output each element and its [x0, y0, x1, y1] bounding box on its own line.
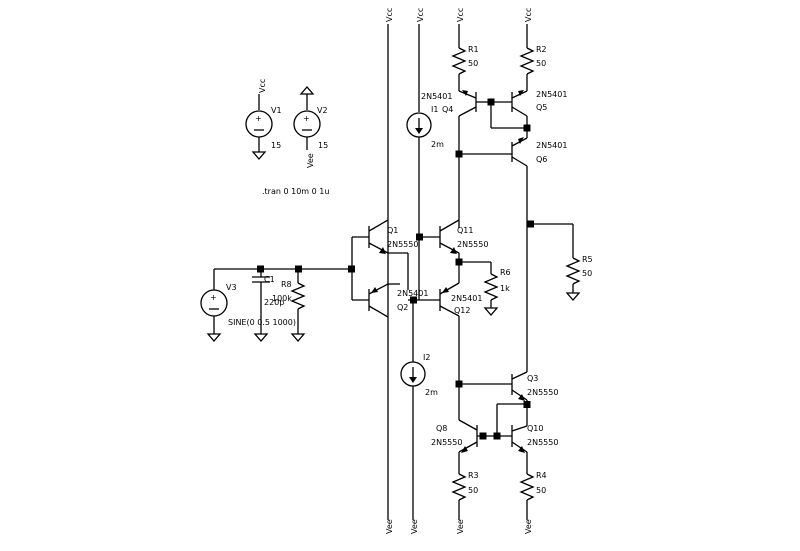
- svg-text:+: +: [255, 114, 262, 123]
- v2-value: 15: [318, 141, 328, 150]
- r5-label: R5: [582, 255, 593, 264]
- q11-part: 2N5550: [457, 240, 488, 249]
- q3-transistor: Q3 2N5550: [511, 371, 558, 426]
- r4-label: R4: [536, 471, 547, 480]
- q8-part: 2N5550: [431, 438, 462, 447]
- r1-label: R1: [468, 45, 479, 54]
- r1-value: 50: [468, 59, 478, 68]
- q2-transistor: 2N5401 Q2: [368, 283, 428, 318]
- q4-transistor: [458, 80, 491, 228]
- q10-part: 2N5550: [527, 438, 558, 447]
- q6-transistor: 2N5401 Q6: [511, 128, 567, 372]
- q1-part: 2N5550: [387, 240, 418, 249]
- r5-resistor: R5 50: [566, 224, 593, 301]
- q6-label: Q6: [536, 155, 547, 164]
- v1-vcc-label: Vcc: [258, 79, 267, 93]
- r1-vcc-label: Vcc: [456, 8, 465, 22]
- q4-label: Q4: [442, 105, 453, 114]
- r2-value: 50: [536, 59, 546, 68]
- q5-label: Q5: [536, 103, 547, 112]
- r4-vee-label: Vee: [524, 519, 533, 534]
- v1-value: 15: [271, 141, 281, 150]
- i1-value: 2m: [431, 140, 444, 149]
- r2-resistor: R2 50: [520, 39, 547, 81]
- q3-label: Q3: [527, 374, 538, 383]
- q2-vee-label: Vee: [385, 519, 394, 534]
- r3-value: 50: [468, 486, 478, 495]
- i1-current-source: I1 2m: [406, 105, 444, 300]
- r6-resistor: R6 1k: [484, 262, 511, 316]
- q2-part: 2N5401: [397, 289, 428, 298]
- q12-transistor: 2N5401 Q12: [439, 262, 482, 420]
- q8-transistor: Q8 2N5550: [431, 419, 512, 466]
- q12-label: Q12: [454, 306, 470, 315]
- q3-part: 2N5550: [527, 388, 558, 397]
- c1-value: 220p: [264, 298, 284, 307]
- c1-label: C1: [264, 275, 275, 284]
- q1-transistor: Q1 2N5550: [368, 219, 418, 290]
- v2-vee-label: Vee: [306, 153, 315, 168]
- v1-voltage-source: + Vcc V1 15: [245, 79, 282, 160]
- r8-value: 100k: [272, 294, 292, 303]
- q10-transistor: Q10 2N5550: [511, 424, 558, 466]
- r3-vee-label: Vee: [456, 519, 465, 534]
- r6-value: 1k: [500, 284, 510, 293]
- r2-label: R2: [536, 45, 547, 54]
- q1-vcc-label: Vcc: [385, 8, 394, 22]
- i2-vee-label: Vee: [410, 519, 419, 534]
- v3-sine-source: + V3 SINE(0 0.5 1000): [200, 269, 296, 342]
- v2-label: V2: [317, 106, 328, 115]
- q11-label: Q11: [457, 226, 473, 235]
- svg-text:+: +: [303, 114, 310, 123]
- c1-capacitor: C1 220p: [252, 269, 284, 342]
- v3-value: SINE(0 0.5 1000): [228, 318, 296, 327]
- i2-label: I2: [423, 353, 430, 362]
- q6-part: 2N5401: [536, 141, 567, 150]
- i2-value: 2m: [425, 388, 438, 397]
- r5-value: 50: [582, 269, 592, 278]
- r4-value: 50: [536, 486, 546, 495]
- q11-transistor: Q11 2N5550: [439, 219, 488, 262]
- r8-label: R8: [281, 280, 292, 289]
- v1-label: V1: [271, 106, 282, 115]
- r6-label: R6: [500, 268, 511, 277]
- r4-resistor: R4 50: [520, 465, 547, 520]
- r3-label: R3: [468, 471, 479, 480]
- i1-label: I1: [431, 105, 438, 114]
- q5-part: 2N5401: [536, 90, 567, 99]
- q4-part: 2N5401: [421, 92, 452, 101]
- q5-transistor: 2N5401 Q5: [511, 80, 567, 128]
- q2-label: Q2: [397, 303, 408, 312]
- r3-resistor: R3 50: [452, 465, 479, 520]
- v3-label: V3: [226, 283, 237, 292]
- q8-label: Q8: [436, 424, 447, 433]
- q12-part: 2N5401: [451, 294, 482, 303]
- r2-vcc-label: Vcc: [524, 8, 533, 22]
- tran-directive: .tran 0 10m 0 1u: [262, 187, 329, 196]
- i2-current-source: I2 2m: [400, 300, 438, 520]
- r1-resistor: R1 50: [452, 39, 479, 81]
- r8-resistor: R8 100k: [272, 269, 305, 342]
- q1-label: Q1: [387, 226, 398, 235]
- v2-voltage-source: + Vee V2 15: [293, 86, 328, 168]
- q10-label: Q10: [527, 424, 543, 433]
- svg-text:+: +: [210, 293, 217, 302]
- i1-vcc-label: Vcc: [416, 8, 425, 22]
